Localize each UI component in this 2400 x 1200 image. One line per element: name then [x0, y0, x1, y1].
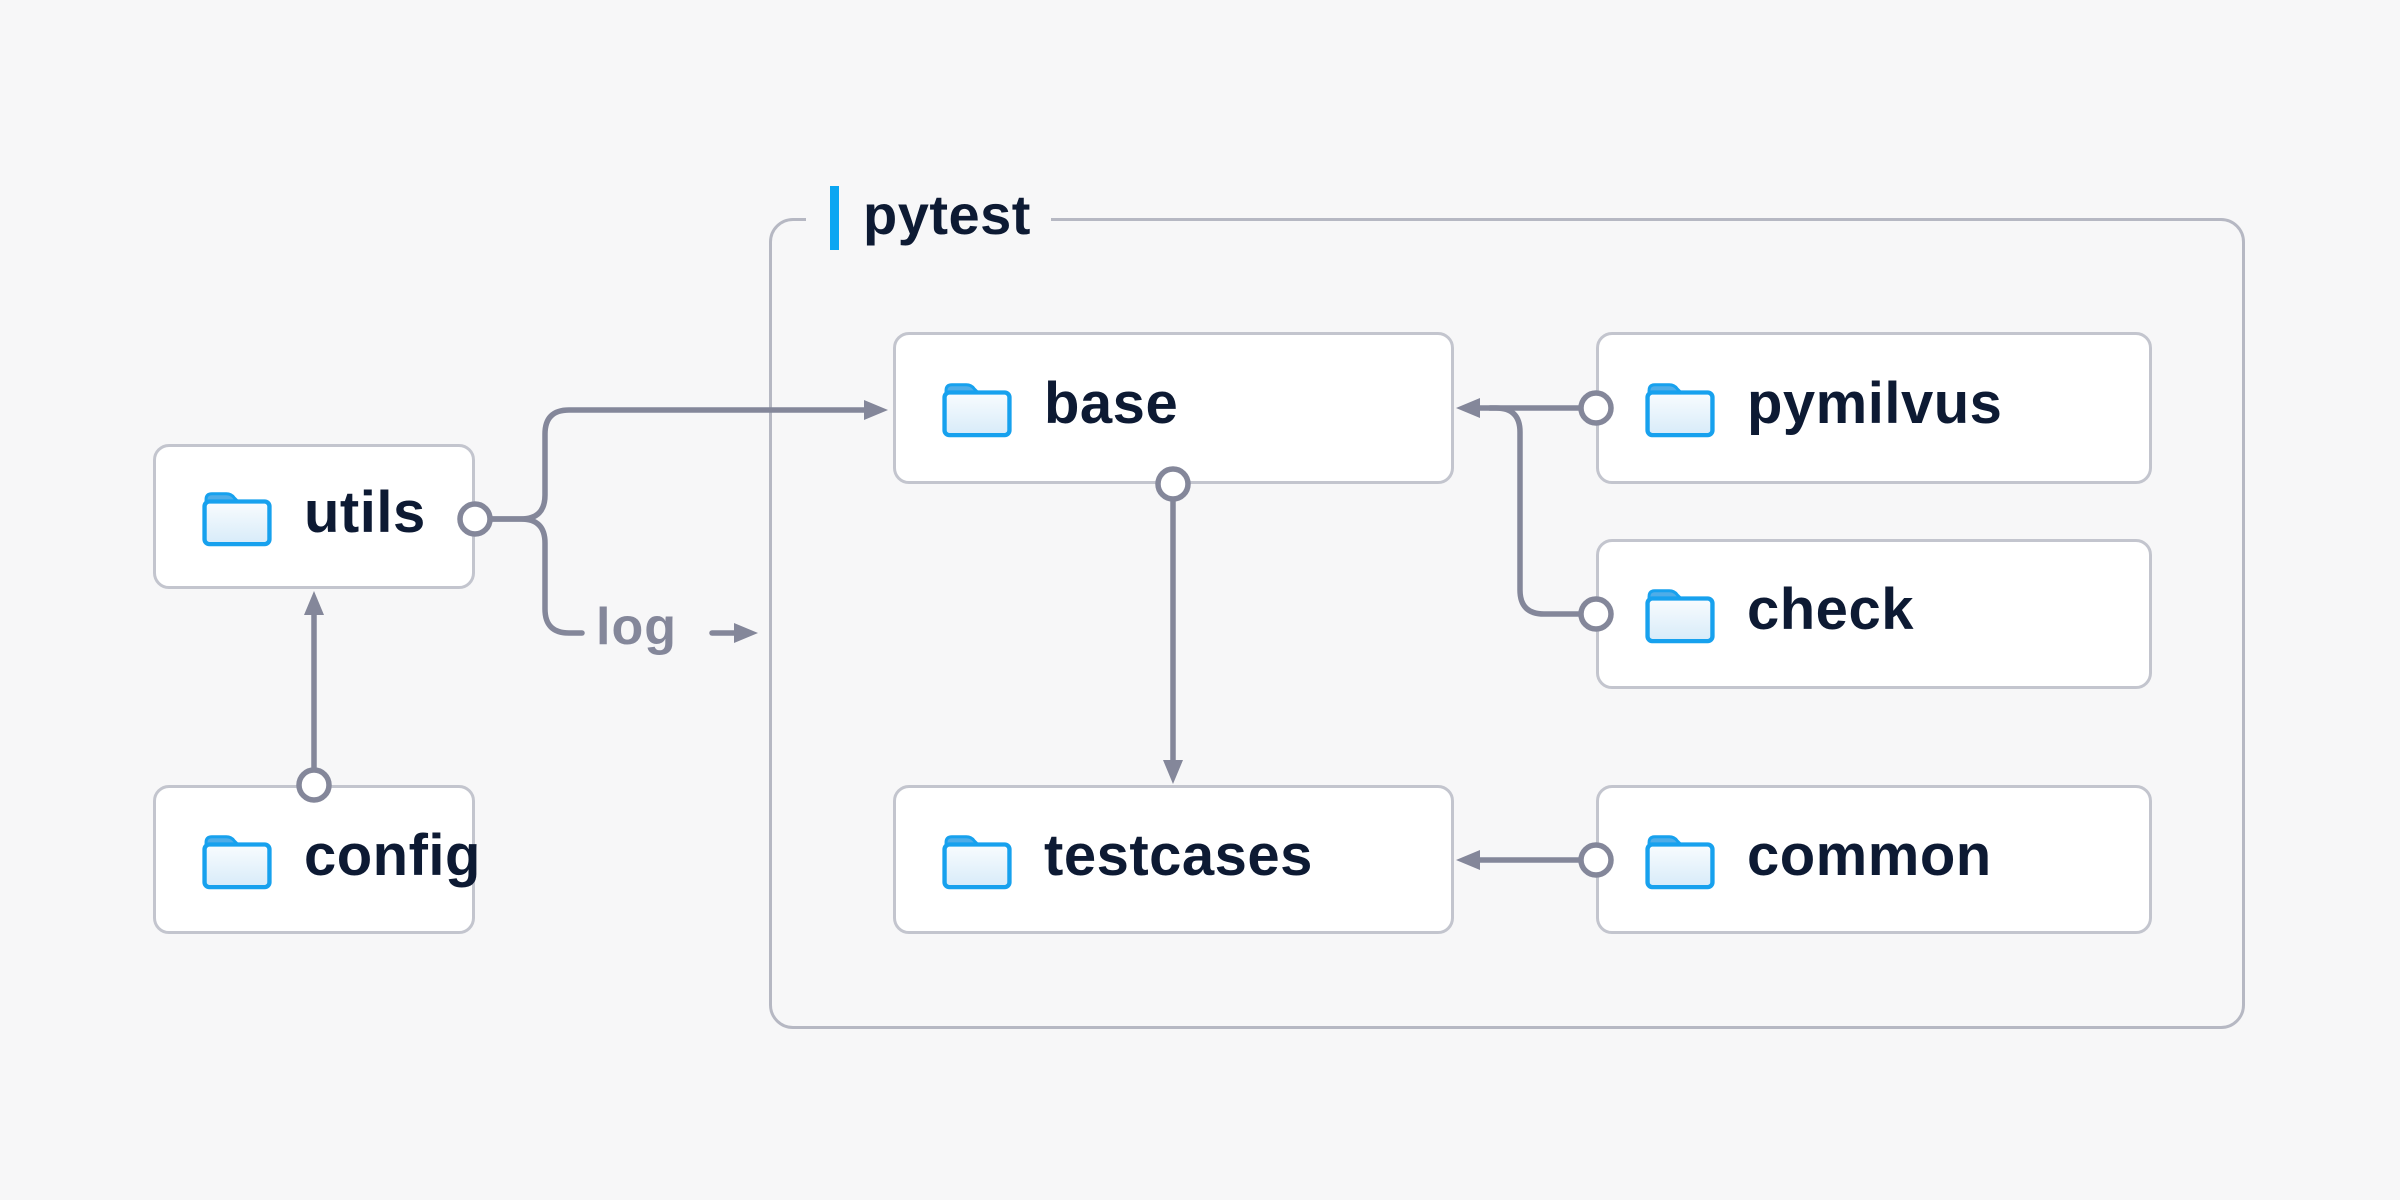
- node-label: pymilvus: [1747, 371, 2003, 436]
- node-label: utils: [304, 479, 426, 545]
- folder-icon: [202, 491, 272, 546]
- pytest-group-container: [769, 218, 2245, 1029]
- node-utils: utils: [153, 444, 475, 589]
- node-common: common: [1596, 785, 2152, 934]
- node-check: check: [1596, 539, 2152, 689]
- node-label: config: [304, 822, 481, 888]
- node-label: common: [1747, 822, 1992, 888]
- node-label: check: [1747, 577, 1914, 642]
- folder-icon: [1645, 383, 1715, 438]
- folder-icon: [1645, 834, 1715, 889]
- node-label: base: [1044, 371, 1179, 436]
- pytest-group-legend: pytest: [806, 183, 1051, 253]
- pytest-group-title: pytest: [863, 183, 1031, 246]
- folder-icon: [1645, 589, 1715, 644]
- folder-icon: [942, 834, 1012, 889]
- node-label: testcases: [1044, 822, 1313, 888]
- edge-utils-log: [487, 516, 585, 636]
- folder-icon: [202, 834, 272, 889]
- folder-icon: [942, 383, 1012, 438]
- node-base: base: [893, 332, 1454, 484]
- node-testcases: testcases: [893, 785, 1454, 934]
- accent-bar-icon: [830, 186, 839, 250]
- log-edge-label: log: [596, 598, 677, 656]
- node-config: config: [153, 785, 480, 934]
- node-pymilvus: pymilvus: [1596, 332, 2152, 484]
